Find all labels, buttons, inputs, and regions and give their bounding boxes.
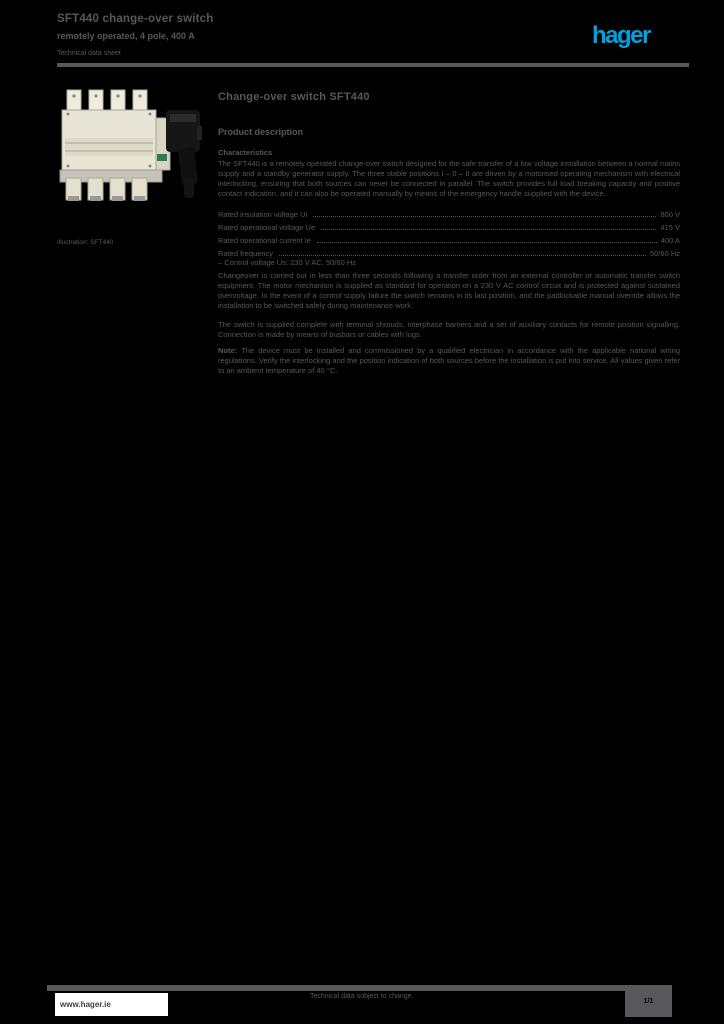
switch-pcb bbox=[157, 154, 167, 161]
motor-operator bbox=[166, 110, 202, 198]
spec-label: Rated insulation voltage Ui bbox=[218, 210, 308, 219]
document-title-line2: remotely operated, 4 pole, 400 A bbox=[57, 31, 195, 41]
content-heading: Change-over switch SFT440 bbox=[218, 91, 370, 103]
section1-title: Characteristics bbox=[218, 148, 273, 157]
section3-paragraph: The switch is supplied complete with ter… bbox=[218, 320, 680, 339]
spec-value: 800 V bbox=[660, 210, 680, 219]
spec-row: Rated operational current Ie 400 A bbox=[218, 232, 680, 245]
spec-row: Rated operational voltage Ue 415 V bbox=[218, 219, 680, 232]
product-image bbox=[59, 89, 202, 201]
page-indicator: 1/1 bbox=[643, 997, 654, 1005]
spec-label: Rated operational current Ie bbox=[218, 236, 311, 245]
spec-value: 50/60 Hz bbox=[649, 249, 680, 258]
spec-list: Rated insulation voltage Ui 800 V Rated … bbox=[218, 206, 680, 271]
footer-center-text: Technical data subject to change. bbox=[310, 993, 414, 1000]
switch-top-terminals bbox=[66, 89, 148, 113]
website-link[interactable]: www.hager.ie bbox=[60, 1000, 111, 1009]
document-title-line3: Technical data sheet bbox=[57, 50, 121, 57]
spec-note: – Control voltage Us: 230 V AC, 50/60 Hz bbox=[218, 258, 356, 267]
note-text: The device must be installed and commiss… bbox=[218, 346, 680, 375]
product-caption: Illustration: SFT440 bbox=[57, 239, 114, 246]
spec-leader-line bbox=[279, 254, 646, 256]
spec-row: Rated frequency 50/60 Hz bbox=[218, 245, 680, 258]
spec-leader-line bbox=[321, 228, 657, 230]
switch-bottom-terminals bbox=[65, 177, 148, 201]
spec-label: Rated frequency bbox=[218, 249, 274, 258]
hager-logo: hager bbox=[592, 22, 651, 49]
footer-page-box: 1/1 bbox=[625, 985, 672, 1017]
spec-value: 415 V bbox=[660, 223, 680, 232]
footer-website-box[interactable]: www.hager.ie bbox=[55, 993, 168, 1016]
spec-value: 400 A bbox=[660, 236, 680, 245]
document-title-line1: SFT440 change-over switch bbox=[57, 13, 214, 25]
note-label: Note: bbox=[218, 346, 238, 355]
spec-leader-line bbox=[316, 241, 657, 243]
footer-divider-bar bbox=[47, 985, 625, 991]
section1-paragraph: The SFT440 is a remotely operated change… bbox=[218, 159, 680, 198]
spec-row: Rated insulation voltage Ui 800 V bbox=[218, 206, 680, 219]
header-divider bbox=[57, 63, 689, 67]
spec-label: Rated operational voltage Ue bbox=[218, 223, 316, 232]
spec-leader-line bbox=[313, 215, 657, 217]
content-subheading: Product description bbox=[218, 127, 304, 137]
section2-paragraph: Changeover is carried out in less than t… bbox=[218, 271, 680, 310]
note-paragraph: Note: The device must be installed and c… bbox=[218, 346, 680, 376]
